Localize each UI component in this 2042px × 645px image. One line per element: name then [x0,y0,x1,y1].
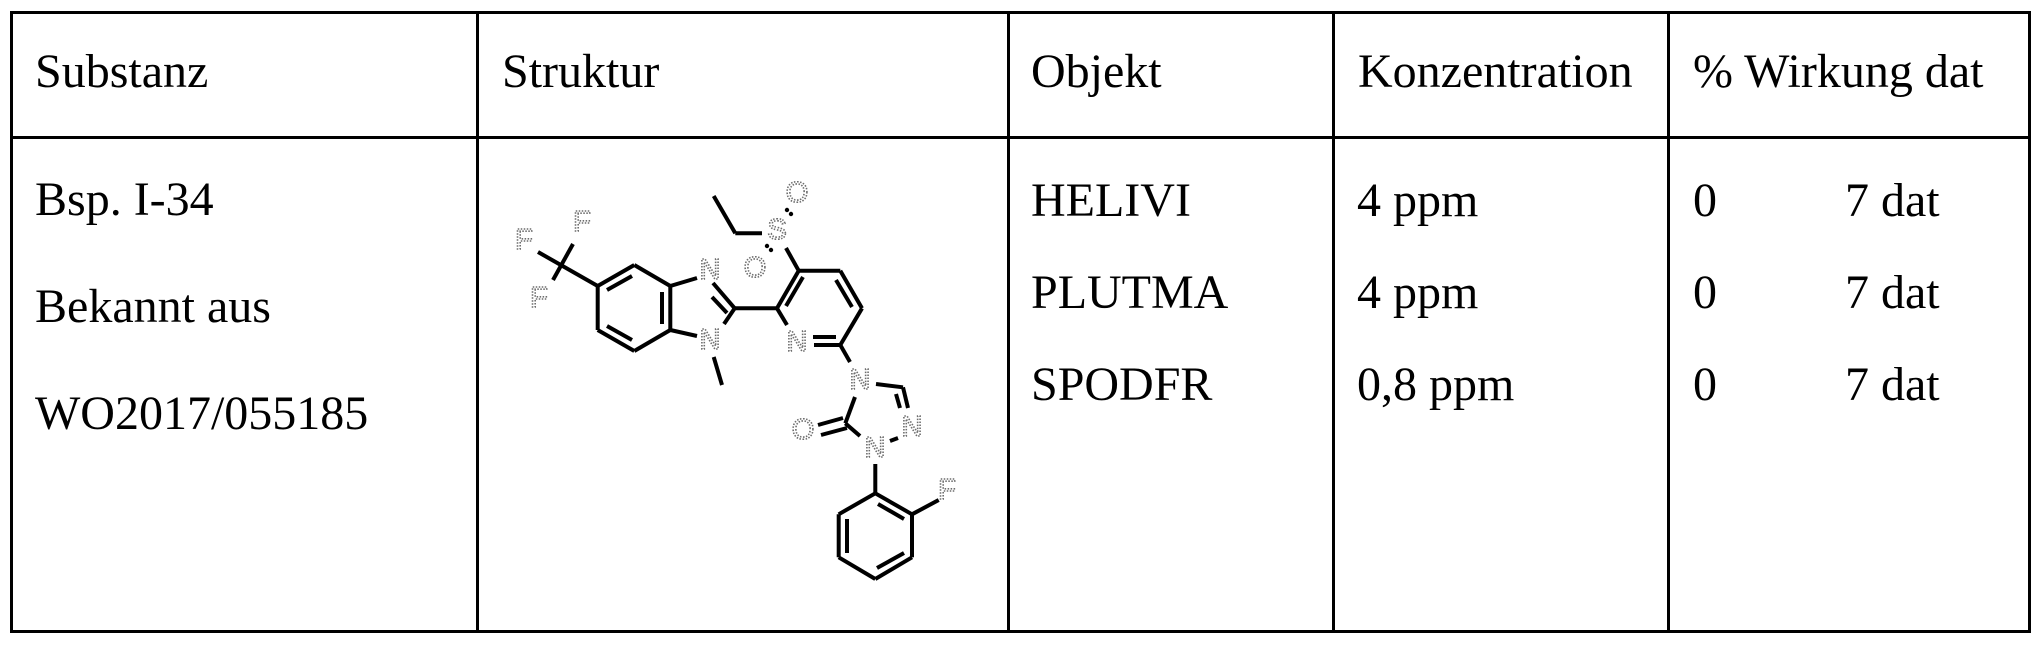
data-table [10,11,2031,633]
konzentration-cell: 0,8 ppm [1357,358,1515,411]
wirkung-dat: 7 dat [1845,358,1940,411]
column-divider-3 [1332,11,1335,633]
konzentration-cell: 4 ppm [1357,266,1479,319]
atom-label-n: N [700,324,721,356]
header-substanz: Substanz [35,45,209,98]
atom-label-n: N [865,432,886,464]
header-konzentration: Konzentration [1358,45,1633,98]
objekt-cell: HELIVI [1031,174,1191,227]
wirkung-dat: 7 dat [1845,266,1940,319]
atom-label-n: N [850,364,871,396]
substanz-known-from: Bekannt aus [35,280,271,333]
wirkung-value: 0 [1693,174,1717,227]
column-divider-2 [1007,11,1010,633]
atom-label-o: O [786,177,809,209]
wirkung-dat: 7 dat [1845,174,1940,227]
header-divider [10,136,2031,139]
column-divider-4 [1667,11,1670,633]
wirkung-value: 0 [1693,358,1717,411]
objekt-cell: SPODFR [1031,358,1213,411]
atom-label-f: F [530,282,548,314]
atom-label-f: F [515,224,533,256]
header-struktur: Struktur [502,45,660,98]
objekt-cell: PLUTMA [1031,266,1229,319]
atom-label-s: S [767,214,786,246]
atom-label-o: O [744,252,767,284]
konzentration-cell: 4 ppm [1357,174,1479,227]
column-divider-1 [476,11,479,633]
substanz-patent-ref: WO2017/055185 [35,387,369,440]
atom-label-f: F [938,474,956,506]
atom-label-o: O [792,414,815,446]
atom-label-f: F [573,206,591,238]
header-wirkung: % Wirkung dat [1693,45,1984,98]
atom-label-n: N [902,411,923,443]
atom-label-n: N [700,254,721,286]
atom-label-n: N [787,326,808,358]
header-objekt: Objekt [1031,45,1162,98]
wirkung-value: 0 [1693,266,1717,319]
substanz-example-id: Bsp. I-34 [35,173,214,226]
